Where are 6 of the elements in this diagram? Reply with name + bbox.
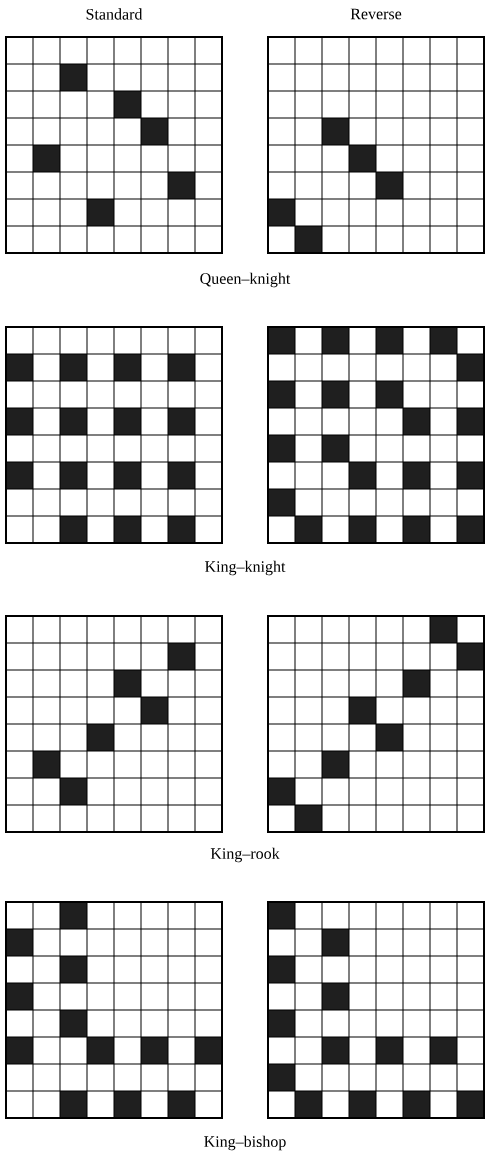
caption: Queen–knight	[200, 272, 291, 288]
caption: King–bishop	[204, 1135, 286, 1151]
column-heading: Reverse	[350, 8, 402, 20]
caption: King–rook	[210, 847, 280, 863]
caption: King–knight	[205, 560, 286, 576]
column-heading: Standard	[86, 8, 143, 20]
